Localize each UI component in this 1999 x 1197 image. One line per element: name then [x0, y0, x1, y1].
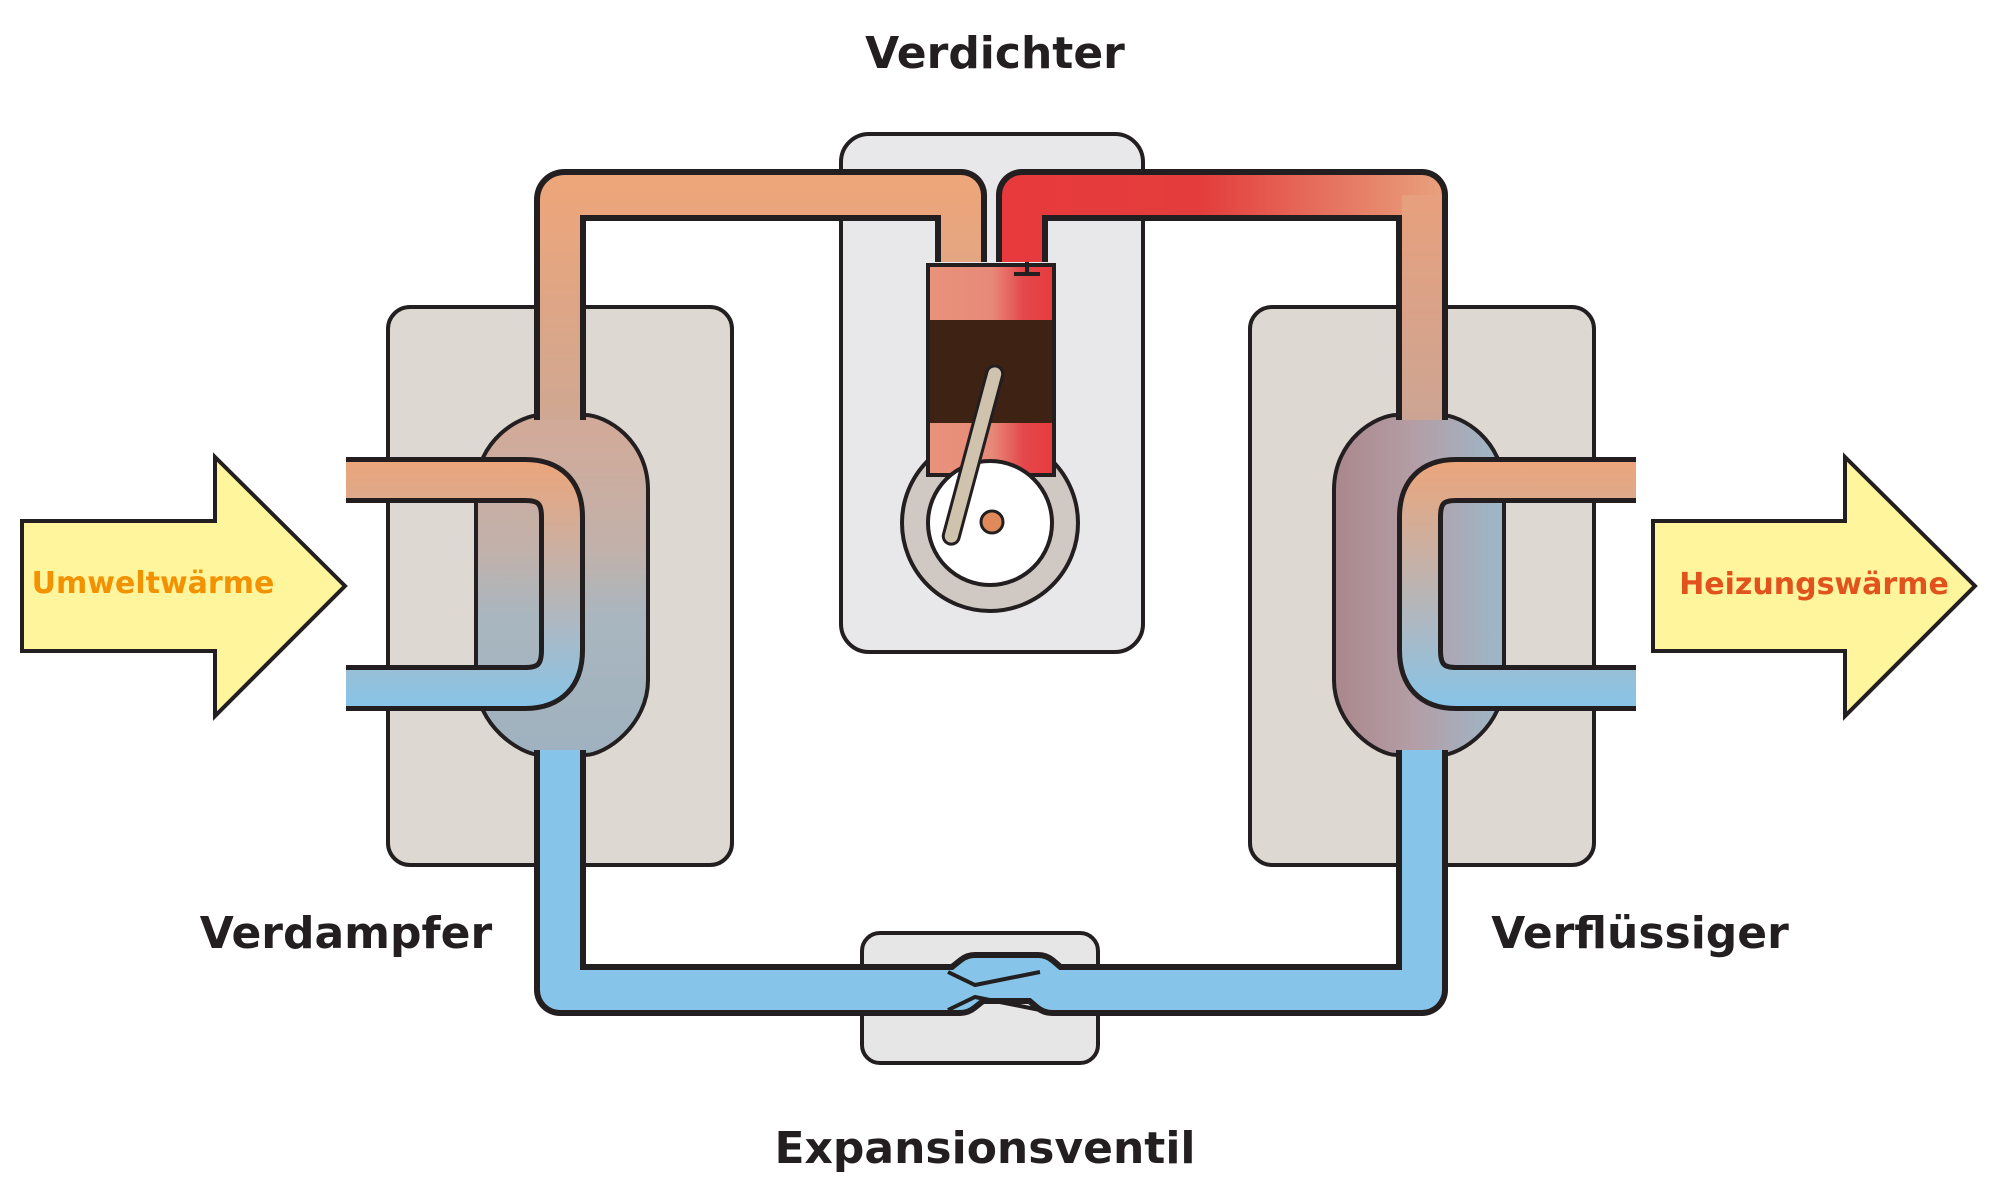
condenser-label: Verflüssiger [1491, 908, 1789, 959]
heating-heat-arrow [1651, 452, 1978, 721]
ambient-heat-arrow [20, 452, 348, 721]
expansion-valve-throttle [947, 970, 1041, 1012]
expansion-valve-label: Expansionsventil [774, 1123, 1195, 1174]
evaporator-label: Verdampfer [200, 908, 493, 959]
heating-heat-label: Heizungswärme [1679, 567, 1949, 602]
crank-pin [979, 509, 1005, 535]
compressor-label: Verdichter [865, 28, 1125, 79]
connecting-rod [941, 364, 1005, 546]
ambient-heat-label: Umweltwärme [32, 566, 275, 601]
